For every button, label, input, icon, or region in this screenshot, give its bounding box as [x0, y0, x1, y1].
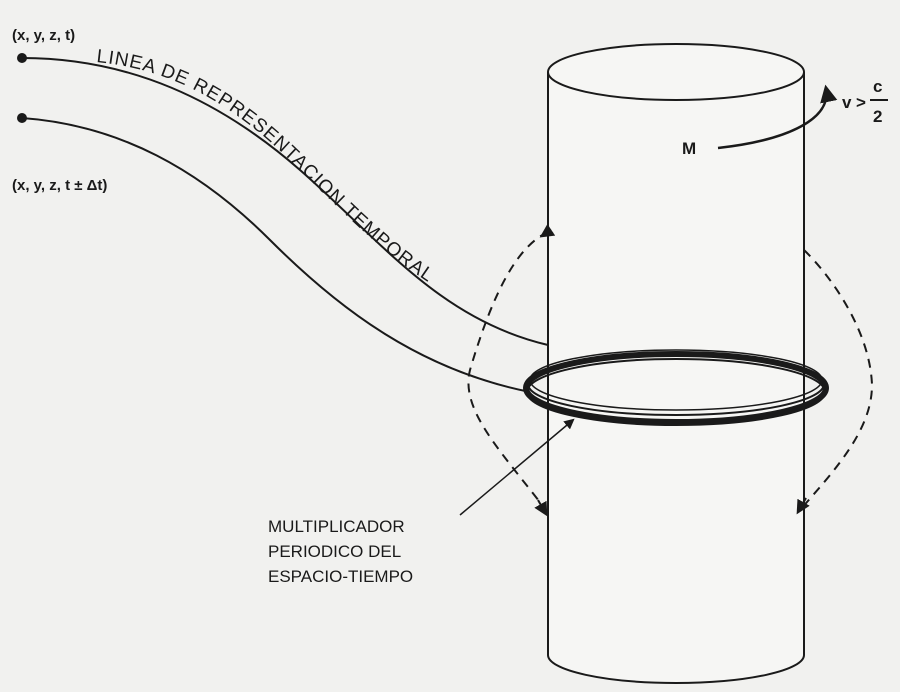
label-velocity-denominator: 2 [873, 107, 882, 126]
velocity-condition: v > c 2 [842, 77, 888, 126]
label-point-top: (x, y, z, t) [12, 27, 75, 44]
label-velocity-v: v [842, 93, 852, 112]
rotating-cylinder [547, 43, 805, 684]
label-multiplier-line1: MULTIPLICADOR [268, 517, 405, 536]
label-multiplier-line2: PERIODICO DEL [268, 542, 401, 561]
multiplier-pointer [459, 418, 575, 516]
cylinder-top [547, 43, 805, 101]
spacetime-distortion-right [796, 249, 874, 515]
rotation-arrow [717, 84, 838, 150]
event-point-top [17, 53, 27, 63]
spacetime-distortion-left [467, 223, 556, 517]
label-point-bottom: (x, y, z, t ± Δt) [12, 177, 107, 194]
label-velocity-numerator: c [873, 77, 882, 96]
world-line-top [17, 53, 549, 346]
label-time-line: LINEA DE REPRESENTACION TEMPORAL [96, 46, 438, 287]
world-line-bottom [17, 113, 531, 393]
label-mass: M [682, 139, 696, 158]
label-multiplier-line3: ESPACIO-TIEMPO [268, 567, 413, 586]
periodic-multiplier-ring [523, 349, 829, 426]
event-point-bottom [17, 113, 27, 123]
label-velocity-gt: > [856, 93, 866, 112]
